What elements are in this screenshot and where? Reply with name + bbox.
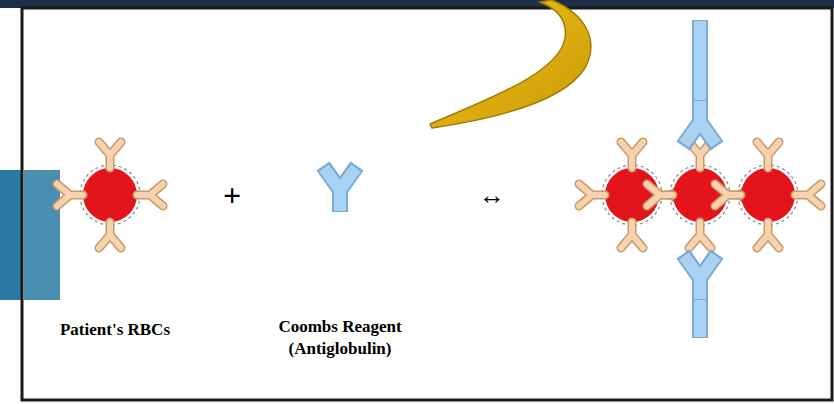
rbc-label: Patient's RBCs <box>30 319 200 341</box>
plus-sign: + <box>212 175 252 217</box>
reversible-arrow: ↔ <box>467 179 517 213</box>
reagent-label: Coombs Reagent (Antiglobulin) <box>265 316 415 360</box>
